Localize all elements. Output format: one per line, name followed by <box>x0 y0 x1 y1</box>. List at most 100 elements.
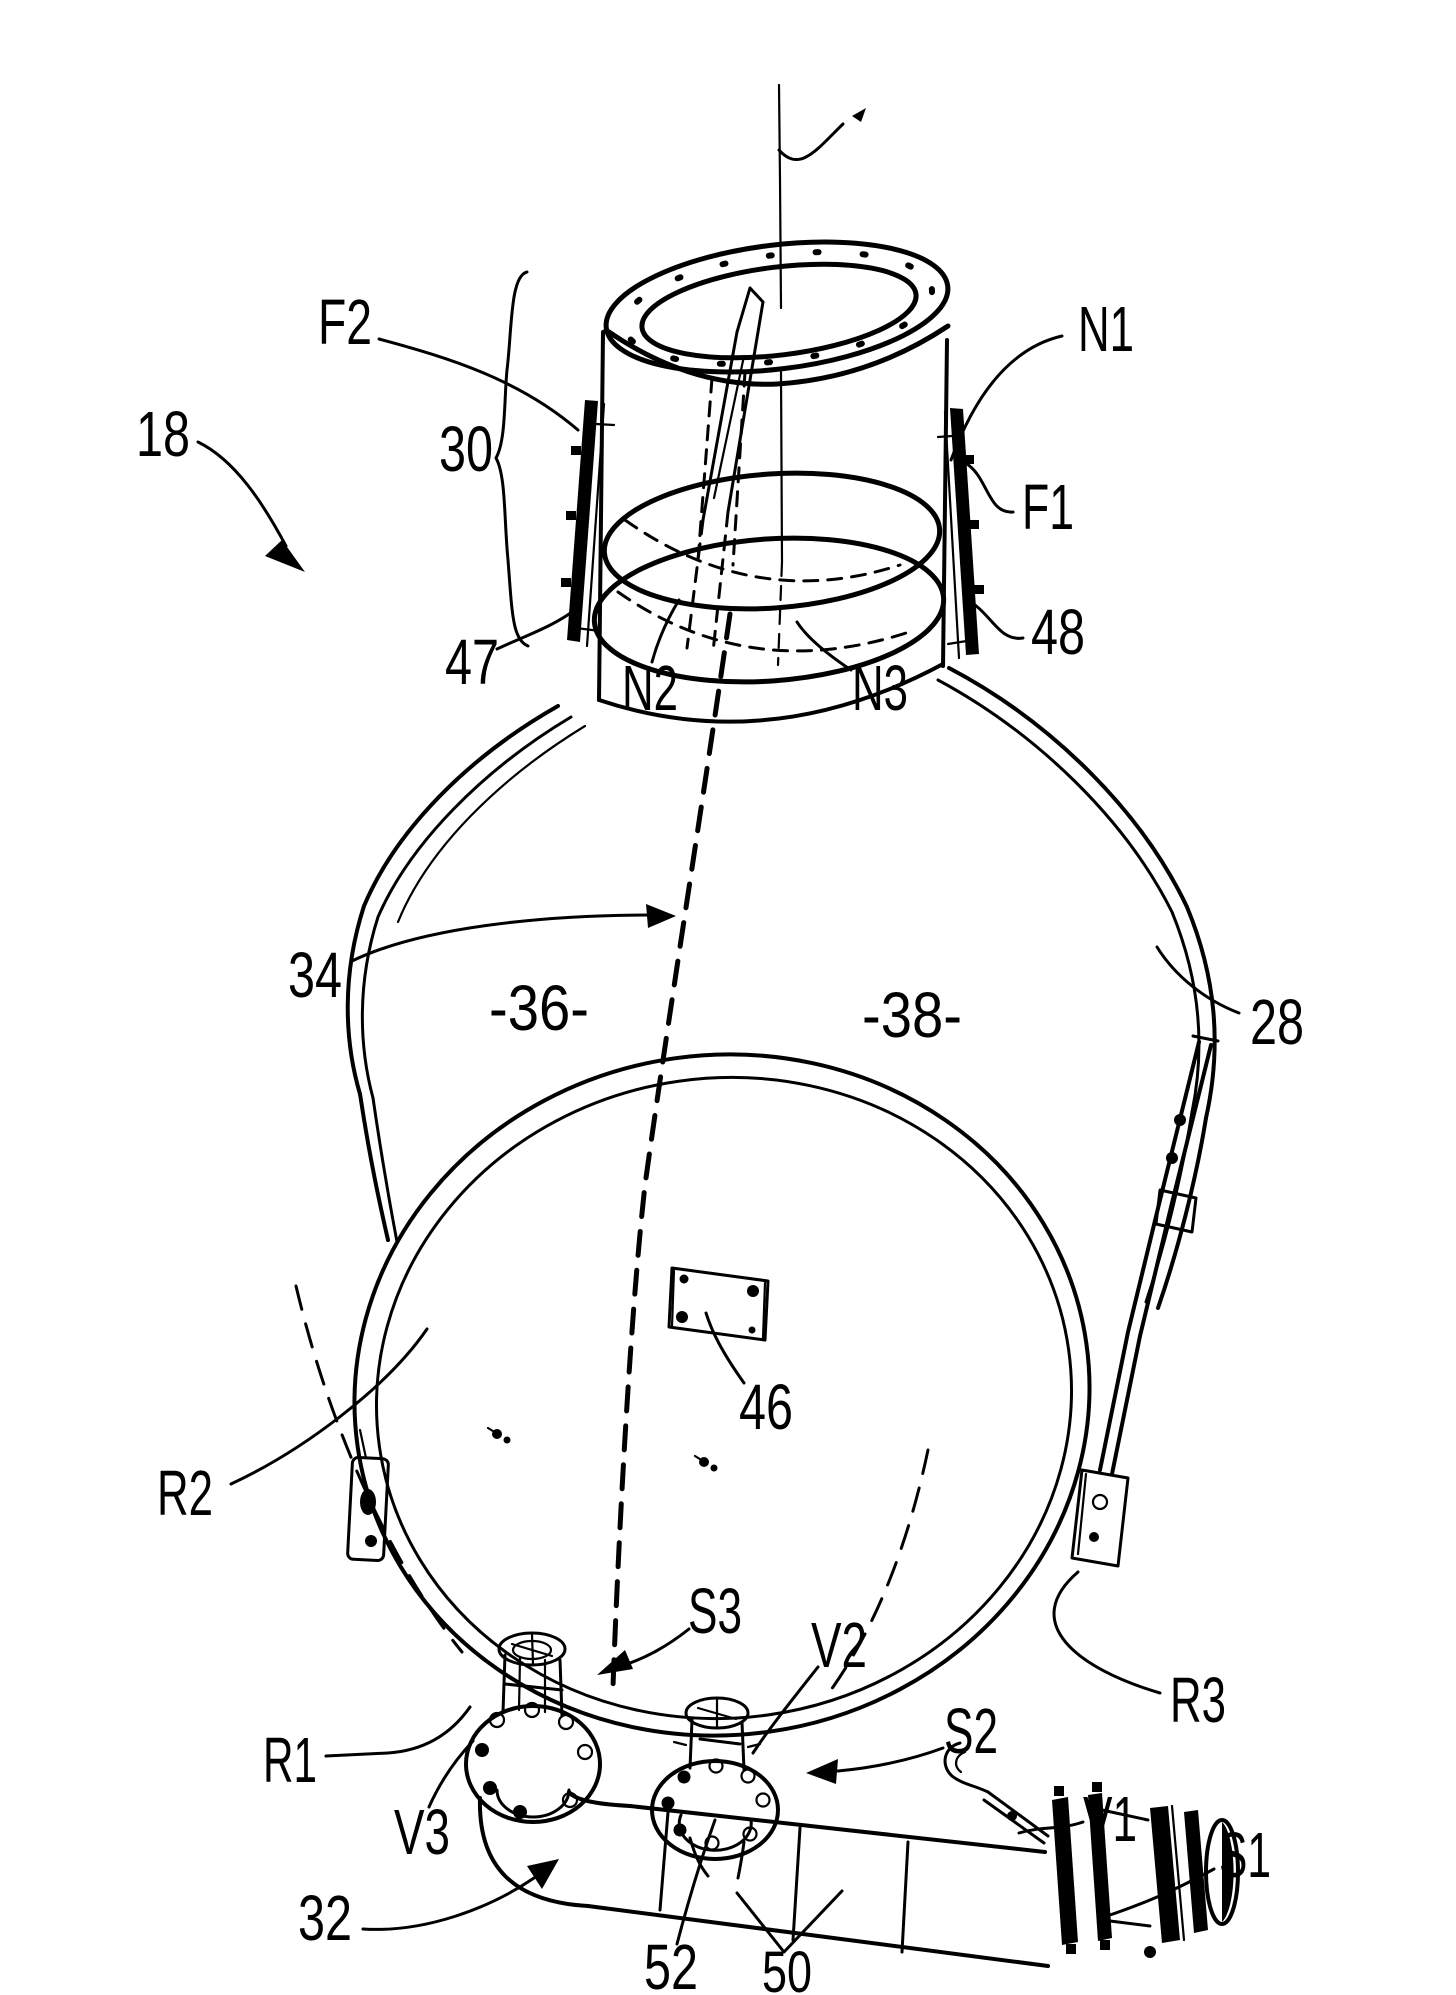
rail-f1-brackets <box>936 434 975 646</box>
valve-v1-handle-curl-inner <box>955 1750 967 1774</box>
flange-s3-bolt <box>523 1701 541 1719</box>
rail-r3-bolt <box>1166 1152 1178 1164</box>
leaders <box>196 270 1241 1954</box>
flange-s2-bolt <box>708 1758 724 1774</box>
hoop-n3-ring <box>591 535 947 685</box>
rail-f1-bar <box>950 408 979 655</box>
leader-f1 <box>965 462 1015 514</box>
fitting-tick <box>486 1426 498 1435</box>
label-v2: V2 <box>811 1609 867 1681</box>
rail-r3-top-cap <box>1191 1034 1220 1043</box>
bracket-50-icon <box>735 1889 844 1954</box>
hoop-n2-hidden-rim <box>623 518 902 583</box>
nozzle-n1 <box>591 83 951 724</box>
coupling-s1-ring <box>1184 1810 1208 1933</box>
reference-labels: 18 F2 30 N1 F1 48 47 N2 N3 34 -36- -38- … <box>136 286 1304 1995</box>
rail-f2-bar <box>567 400 598 642</box>
valve-v1-bolt <box>1100 1940 1110 1950</box>
discharge-piping <box>477 1790 1050 1968</box>
lug-attach-line <box>358 1428 368 1460</box>
shell-right-shoulder <box>947 666 1217 1120</box>
flange-s3-bolt <box>576 1743 594 1761</box>
centerline-leader <box>777 122 845 161</box>
nozzle-hidden-lines <box>696 370 747 567</box>
label-47: 47 <box>445 626 499 698</box>
flange-s3-bolt <box>557 1713 575 1731</box>
valve-v2-handwheel-spokes <box>696 1697 738 1729</box>
leader-34 <box>350 913 652 963</box>
valve-v1-assembly <box>943 1741 1240 1958</box>
rail-f1-tick <box>974 585 984 594</box>
shell-left-shoulder <box>345 704 560 1096</box>
rail-f1 <box>936 408 984 660</box>
label-38: -38- <box>862 979 962 1051</box>
label-30: 30 <box>439 413 493 485</box>
valve-v3-bonnet <box>501 1653 564 1718</box>
label-36: -36- <box>489 972 589 1044</box>
head-hidden-rail-right <box>826 1448 930 1696</box>
label-48: 48 <box>1031 596 1085 668</box>
label-n3: N3 <box>852 652 908 724</box>
valve-v1-drain <box>1144 1946 1156 1958</box>
pipe-bottom-edge <box>586 1904 1050 1968</box>
elbow-outer-edge <box>477 1796 590 1908</box>
coupling-s1-end-shade <box>1222 1822 1234 1922</box>
nameplate-bolt <box>679 1274 689 1284</box>
nameplate-bolt <box>676 1311 688 1323</box>
pipe-top-edge <box>628 1804 1047 1854</box>
valve-v1-pivot <box>1007 1811 1017 1821</box>
rail-f1-tick <box>969 520 979 529</box>
coupling-s1-gap-line <box>1170 1804 1186 1942</box>
hoop-n3-hidden-rim <box>616 590 917 653</box>
valve-v2-bonnet <box>688 1718 746 1772</box>
dip-tube-hidden-right <box>711 510 730 654</box>
label-s3: S3 <box>688 1575 742 1647</box>
arrowhead-s2-icon <box>806 1759 838 1784</box>
elbow-inner-edge <box>567 1790 632 1808</box>
flange-s2-bolt <box>661 1796 675 1810</box>
nozzle-flange-bolt-holes <box>621 249 935 367</box>
flange-s3-hub-arc <box>495 1788 571 1819</box>
brace-30-icon <box>494 270 530 648</box>
label-v3: V3 <box>394 1796 450 1868</box>
shell-left-shoulder-inner <box>360 715 573 1100</box>
rail-r3-foot-bolt <box>1089 1532 1099 1542</box>
label-52: 52 <box>644 1931 698 1995</box>
lug-plate <box>346 1455 390 1563</box>
head-fittings <box>486 1426 718 1472</box>
leader-v1 <box>1017 1820 1085 1835</box>
valve-v3-assembly <box>464 1631 602 1824</box>
label-46: 46 <box>739 1371 793 1443</box>
valve-v1-bolt <box>1054 1786 1064 1796</box>
nameplate-bolt <box>748 1326 756 1334</box>
rail-r3-foot-hole <box>1091 1493 1109 1511</box>
rail-f2-backing-line <box>585 402 606 648</box>
leader-52 <box>675 1818 717 1946</box>
valve-v1-bolt <box>1092 1782 1102 1792</box>
leader-f2 <box>377 337 580 432</box>
lug-bolt-hole <box>365 1535 377 1547</box>
nameplate-46 <box>667 1266 770 1342</box>
leader-n3 <box>795 620 853 672</box>
rail-r3-bolt <box>1174 1114 1186 1126</box>
flange-s2-hub-arc <box>677 1813 753 1852</box>
shell-left-side <box>358 1092 390 1242</box>
artwork: 18 F2 30 N1 F1 48 47 N2 N3 34 -36- -38- … <box>136 83 1304 1995</box>
lug-slot-hole <box>360 1489 376 1515</box>
label-28: 28 <box>1250 986 1304 1058</box>
label-f1: F1 <box>1022 471 1074 543</box>
leader-r3 <box>1052 1570 1162 1695</box>
leader-v3 <box>427 1739 475 1809</box>
fitting-stud <box>503 1436 511 1444</box>
arrowhead-18-icon <box>265 540 305 572</box>
leader-32 <box>361 1876 536 1931</box>
fitting-tick <box>693 1454 705 1463</box>
nameplate-bolt <box>747 1285 759 1297</box>
nozzle-barrel-bottom-arc <box>597 662 945 724</box>
dip-tube-hatch <box>712 354 746 500</box>
label-n2: N2 <box>622 652 678 724</box>
shell-left-shoulder-band <box>396 724 587 924</box>
